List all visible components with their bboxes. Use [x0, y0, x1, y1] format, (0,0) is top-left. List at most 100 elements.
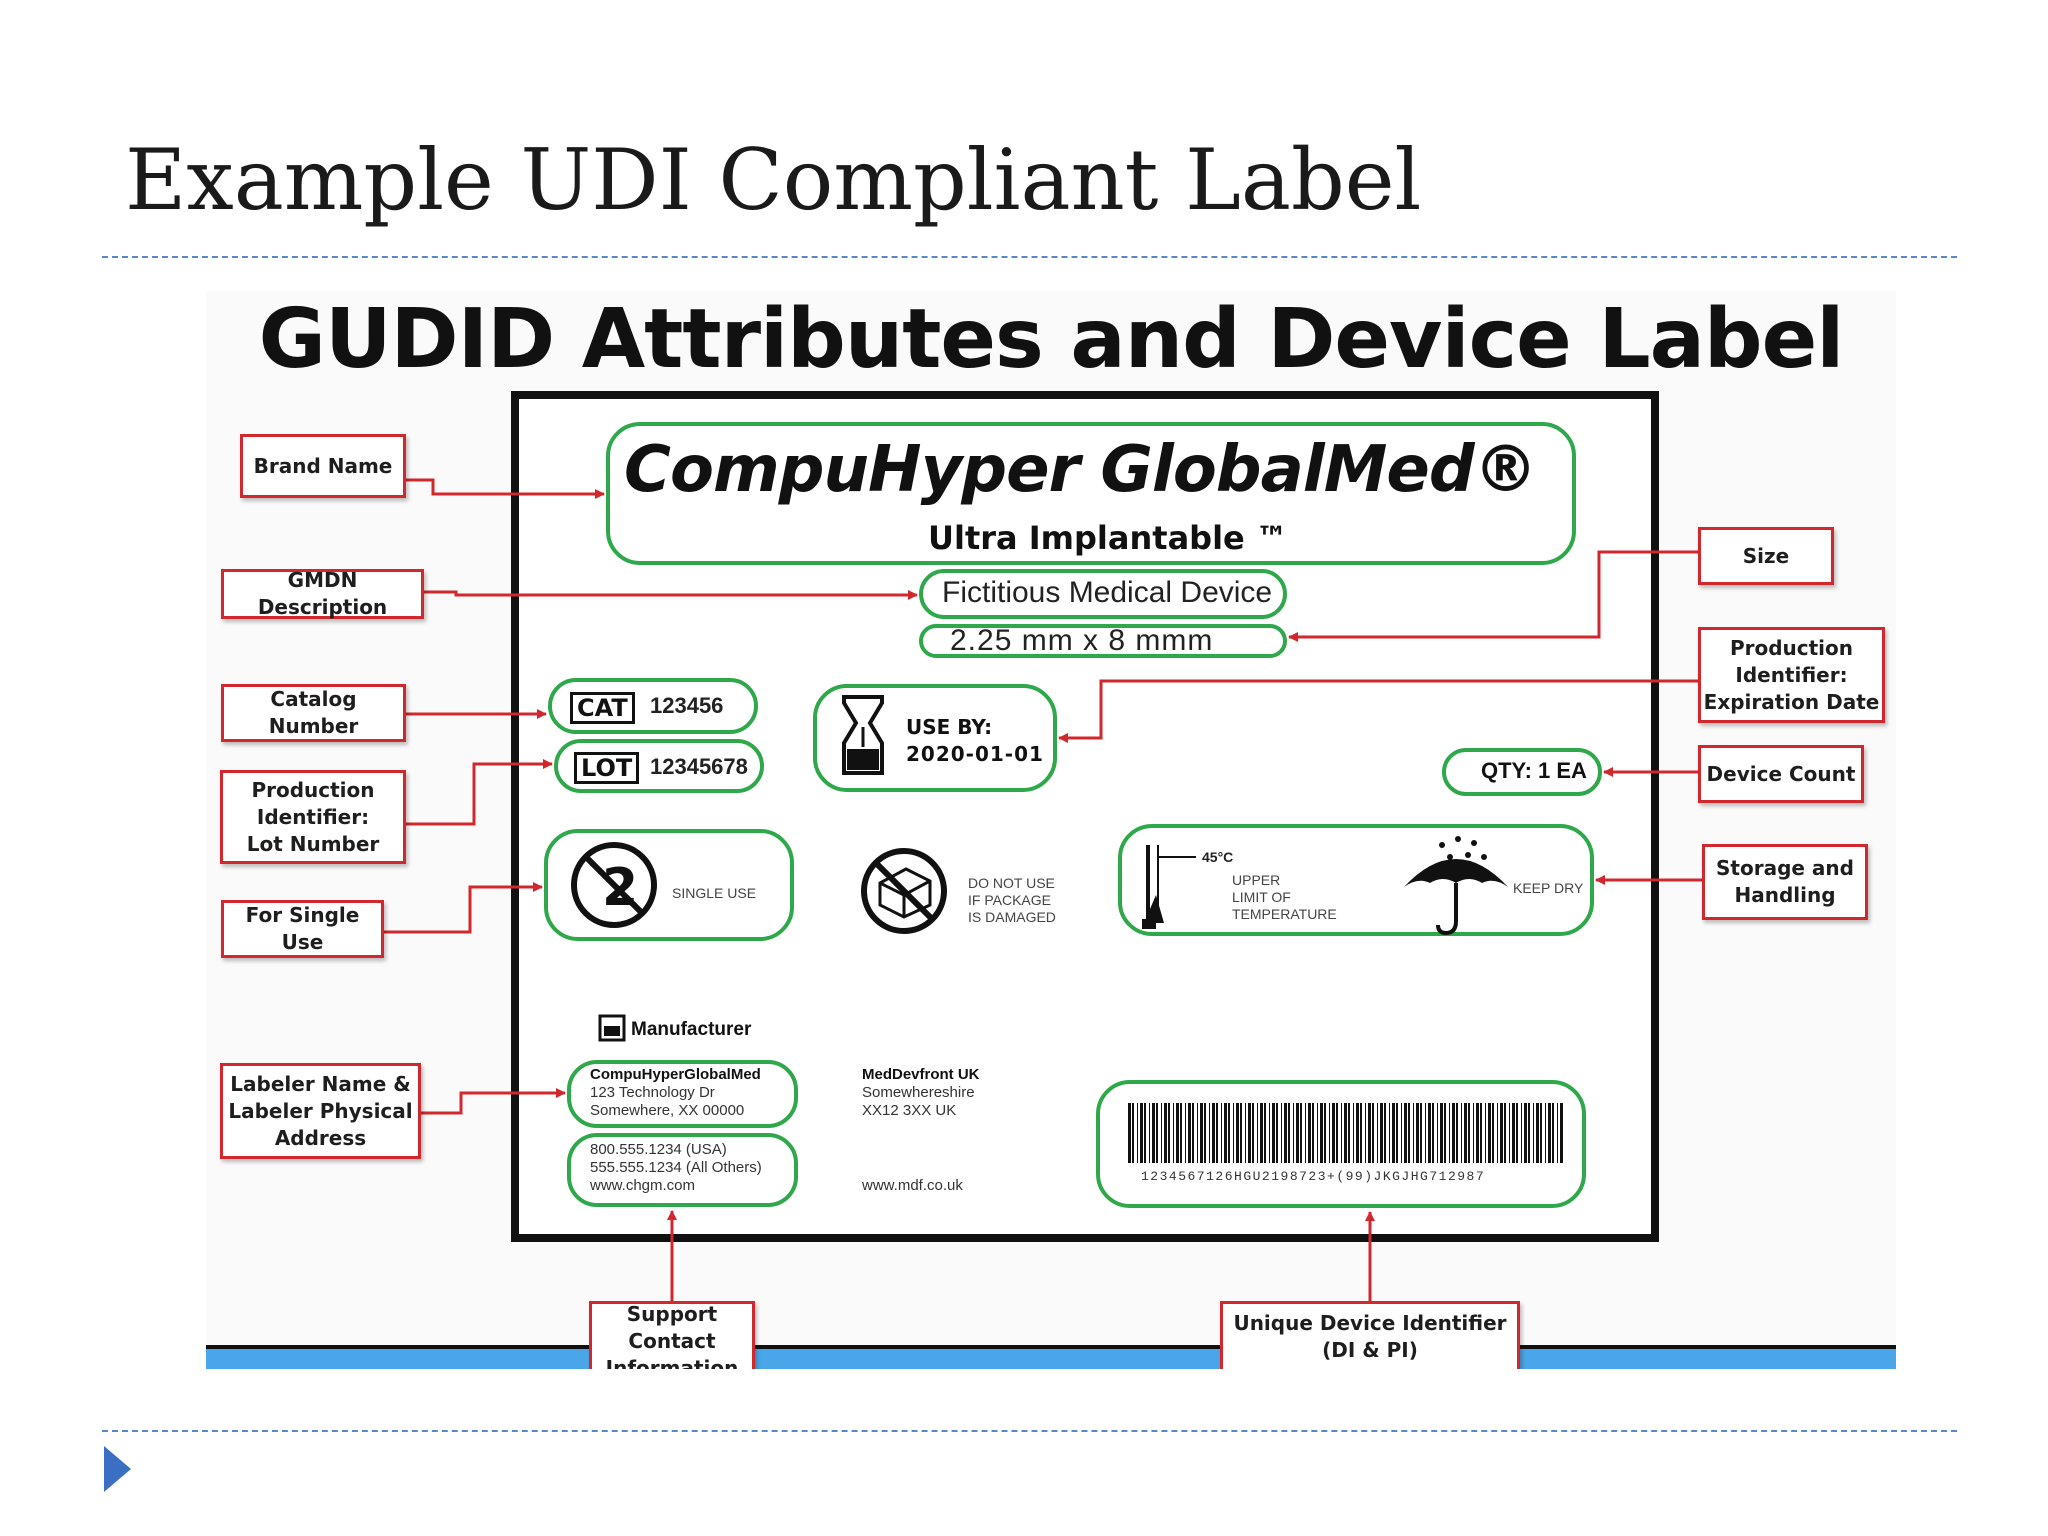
callout-storage-handling: Storage and Handling	[1702, 844, 1868, 920]
barcode-bar	[1209, 1103, 1210, 1163]
manufacturer-address-1: 123 Technology Dr	[590, 1084, 715, 1101]
barcode-bar	[1260, 1103, 1263, 1163]
use-by-label: USE BY:	[906, 715, 993, 739]
barcode-bar	[1204, 1103, 1206, 1163]
barcode-bar	[1368, 1103, 1371, 1163]
barcode-bar	[1336, 1103, 1338, 1163]
barcode-bar	[1176, 1103, 1179, 1163]
barcode-bar	[1224, 1103, 1227, 1163]
temp-text-line-3: TEMPERATURE	[1232, 906, 1337, 922]
barcode-bar	[1452, 1103, 1455, 1163]
barcode-bar	[1456, 1103, 1458, 1163]
barcode-bar	[1444, 1103, 1446, 1163]
barcode-bar	[1300, 1103, 1302, 1163]
callout-device-count: Device Count	[1698, 745, 1864, 803]
barcode-bar	[1557, 1103, 1558, 1163]
barcode-bar	[1188, 1103, 1191, 1163]
barcode-bar	[1540, 1103, 1542, 1163]
barcode-bar	[1464, 1103, 1467, 1163]
barcode-bar	[1524, 1103, 1527, 1163]
barcode-bar	[1152, 1103, 1155, 1163]
cat-outline	[548, 678, 758, 734]
barcode-bar	[1137, 1103, 1138, 1163]
barcode-bar	[1488, 1103, 1491, 1163]
single-use-text: SINGLE USE	[672, 885, 757, 901]
barcode-bar	[1317, 1103, 1318, 1163]
top-divider	[102, 256, 1957, 258]
size-connector	[1288, 550, 1698, 642]
single-use-icon: 2	[571, 842, 657, 928]
barcode-bar	[1332, 1103, 1335, 1163]
callout-labeler: Labeler Name & Labeler Physical Address	[220, 1063, 421, 1159]
barcode-bar	[1536, 1103, 1539, 1163]
labeler-connector	[421, 1088, 566, 1115]
barcode-bar	[1296, 1103, 1299, 1163]
barcode-bar	[1180, 1103, 1182, 1163]
barcode-bar	[1404, 1103, 1407, 1163]
barcode-bar	[1413, 1103, 1414, 1163]
gmdn-outline	[919, 569, 1287, 619]
barcode-bar	[1197, 1103, 1198, 1163]
barcode-bar	[1252, 1103, 1254, 1163]
barcode-bar	[1545, 1103, 1546, 1163]
barcode-bar	[1516, 1103, 1518, 1163]
cat-symbol: CAT	[570, 692, 635, 724]
barcode-bar	[1281, 1103, 1282, 1163]
barcode-bar	[1221, 1103, 1222, 1163]
callout-lot-number: Production Identifier: Lot Number	[220, 770, 406, 864]
qty-outline	[1442, 748, 1602, 796]
barcode-bar	[1284, 1103, 1287, 1163]
barcode-bar	[1272, 1103, 1275, 1163]
barcode-bar	[1276, 1103, 1278, 1163]
contact-phone-usa: 800.555.1234 (USA)	[590, 1141, 727, 1158]
barcode-bar	[1320, 1103, 1323, 1163]
barcode-bar	[1308, 1103, 1311, 1163]
size-text: 2.25 mm x 8 mmm	[950, 624, 1214, 657]
barcode-bar	[1192, 1103, 1194, 1163]
barcode-bar	[1504, 1103, 1506, 1163]
barcode-bar	[1348, 1103, 1350, 1163]
barcode-bar	[1341, 1103, 1342, 1163]
barcode-bar	[1312, 1103, 1314, 1163]
bottom-divider	[102, 1430, 1957, 1432]
barcode-bar	[1384, 1103, 1386, 1163]
storage-outline	[1118, 824, 1594, 936]
barcode-bar	[1480, 1103, 1482, 1163]
diagram-bottom-bar	[206, 1345, 1896, 1369]
barcode-bar	[1461, 1103, 1462, 1163]
lot-symbol: LOT	[574, 752, 640, 784]
barcode-bar	[1497, 1103, 1498, 1163]
barcode-text: 1234567126HGU2198723+(99)JKGJHG712987	[1141, 1169, 1486, 1184]
do-not-use-line-1: DO NOT USE	[968, 875, 1055, 891]
barcode-bar	[1324, 1103, 1326, 1163]
callout-catalog-number: Catalog Number	[221, 684, 406, 742]
barcode-bar	[1305, 1103, 1306, 1163]
barcode-bar	[1533, 1103, 1534, 1163]
manufacturer-outline	[567, 1060, 798, 1128]
cat-value: 123456	[650, 693, 724, 718]
barcode-bar	[1449, 1103, 1450, 1163]
barcode-bar	[1420, 1103, 1422, 1163]
lot-value: 12345678	[650, 754, 748, 779]
damaged-package-icon	[861, 848, 947, 934]
manufacturer-factory-icon	[598, 1014, 626, 1042]
barcode-bar	[1132, 1103, 1134, 1163]
barcode-bar	[1164, 1103, 1167, 1163]
keep-dry-text: KEEP DRY	[1513, 880, 1584, 896]
lot-connector	[406, 759, 553, 826]
size-outline	[919, 624, 1287, 658]
expiration-connector	[1058, 679, 1698, 743]
barcode-bar	[1233, 1103, 1234, 1163]
barcode-bar	[1248, 1103, 1251, 1163]
keep-dry-umbrella-icon	[1404, 836, 1508, 936]
barcode-bar	[1492, 1103, 1494, 1163]
barcode-bar	[1269, 1103, 1270, 1163]
barcode-bar	[1437, 1103, 1438, 1163]
barcode-bar	[1380, 1103, 1383, 1163]
barcode-bar	[1485, 1103, 1486, 1163]
barcode-bar	[1356, 1103, 1359, 1163]
callout-support-contact: Support Contact Information	[589, 1301, 755, 1369]
temp-value: 45°C	[1202, 849, 1234, 865]
gmdn-connector	[424, 590, 918, 600]
barcode-bar	[1140, 1103, 1143, 1163]
